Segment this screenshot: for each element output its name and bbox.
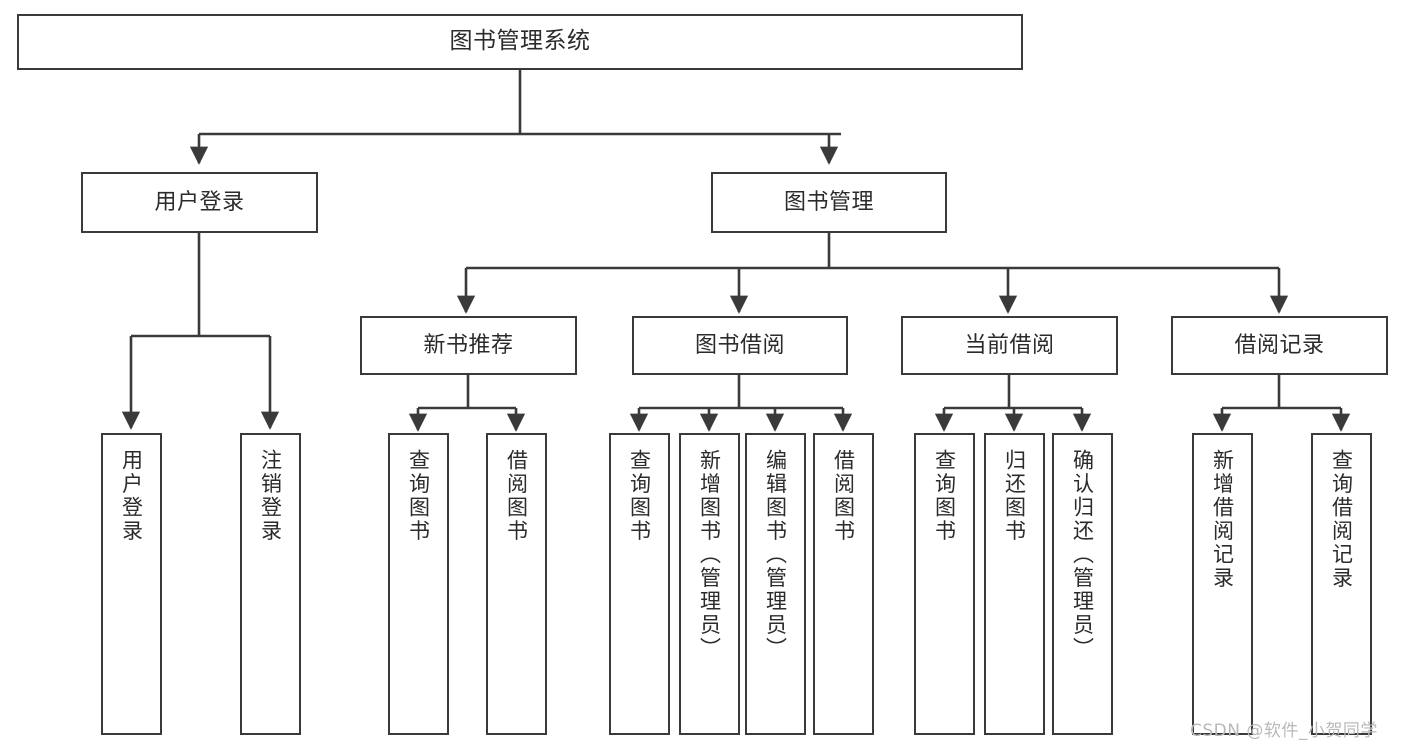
- node-label: 图书管理: [783, 189, 874, 215]
- leaf-borrow-borrow-book[interactable]: 借阅图书: [813, 433, 874, 735]
- node-book-borrow[interactable]: 图书借阅: [632, 316, 848, 375]
- leaf-current-return-book[interactable]: 归还图书: [984, 433, 1045, 735]
- node-label: 归还图书: [1002, 449, 1027, 543]
- node-label: 查询图书: [406, 449, 431, 543]
- node-label: 注销登录: [258, 449, 283, 543]
- node-root-system[interactable]: 图书管理系统: [17, 14, 1023, 70]
- node-label: 图书借阅: [694, 332, 785, 358]
- node-current-borrow[interactable]: 当前借阅: [901, 316, 1118, 375]
- leaf-recommend-borrow-book[interactable]: 借阅图书: [486, 433, 547, 735]
- leaf-current-query-book[interactable]: 查询图书: [914, 433, 975, 735]
- node-label: 新增借阅记录: [1210, 449, 1235, 590]
- node-borrow-records[interactable]: 借阅记录: [1171, 316, 1388, 375]
- node-label: 新增图书（管理员）: [697, 449, 722, 661]
- node-label: 查询图书: [627, 449, 652, 543]
- node-label: 编辑图书（管理员）: [763, 449, 788, 661]
- leaf-recommend-query-book[interactable]: 查询图书: [388, 433, 449, 735]
- node-label: 当前借阅: [964, 332, 1055, 358]
- node-label: 借阅图书: [504, 449, 529, 543]
- leaf-user-login-login[interactable]: 用户登录: [101, 433, 162, 735]
- leaf-records-add-record[interactable]: 新增借阅记录: [1192, 433, 1253, 735]
- node-label: 查询图书: [932, 449, 957, 543]
- node-label: 用户登录: [119, 449, 144, 543]
- node-label: 用户登录: [154, 189, 245, 215]
- leaf-records-query-record[interactable]: 查询借阅记录: [1311, 433, 1372, 735]
- leaf-user-login-logout[interactable]: 注销登录: [240, 433, 301, 735]
- node-label: 新书推荐: [423, 332, 514, 358]
- node-label: 图书管理系统: [449, 28, 591, 55]
- leaf-borrow-query-book[interactable]: 查询图书: [609, 433, 670, 735]
- node-label: 借阅记录: [1234, 332, 1325, 358]
- csdn-watermark: CSDN @软件_小贺同学: [1190, 721, 1378, 741]
- leaf-current-confirm-return-admin[interactable]: 确认归还（管理员）: [1052, 433, 1113, 735]
- node-label: 查询借阅记录: [1329, 449, 1354, 590]
- node-label: 借阅图书: [831, 449, 856, 543]
- node-label: 确认归还（管理员）: [1070, 449, 1095, 661]
- node-book-management[interactable]: 图书管理: [711, 172, 947, 233]
- leaf-borrow-add-book-admin[interactable]: 新增图书（管理员）: [679, 433, 740, 735]
- leaf-borrow-edit-book-admin[interactable]: 编辑图书（管理员）: [745, 433, 806, 735]
- node-user-login[interactable]: 用户登录: [81, 172, 318, 233]
- node-new-book-recommend[interactable]: 新书推荐: [360, 316, 577, 375]
